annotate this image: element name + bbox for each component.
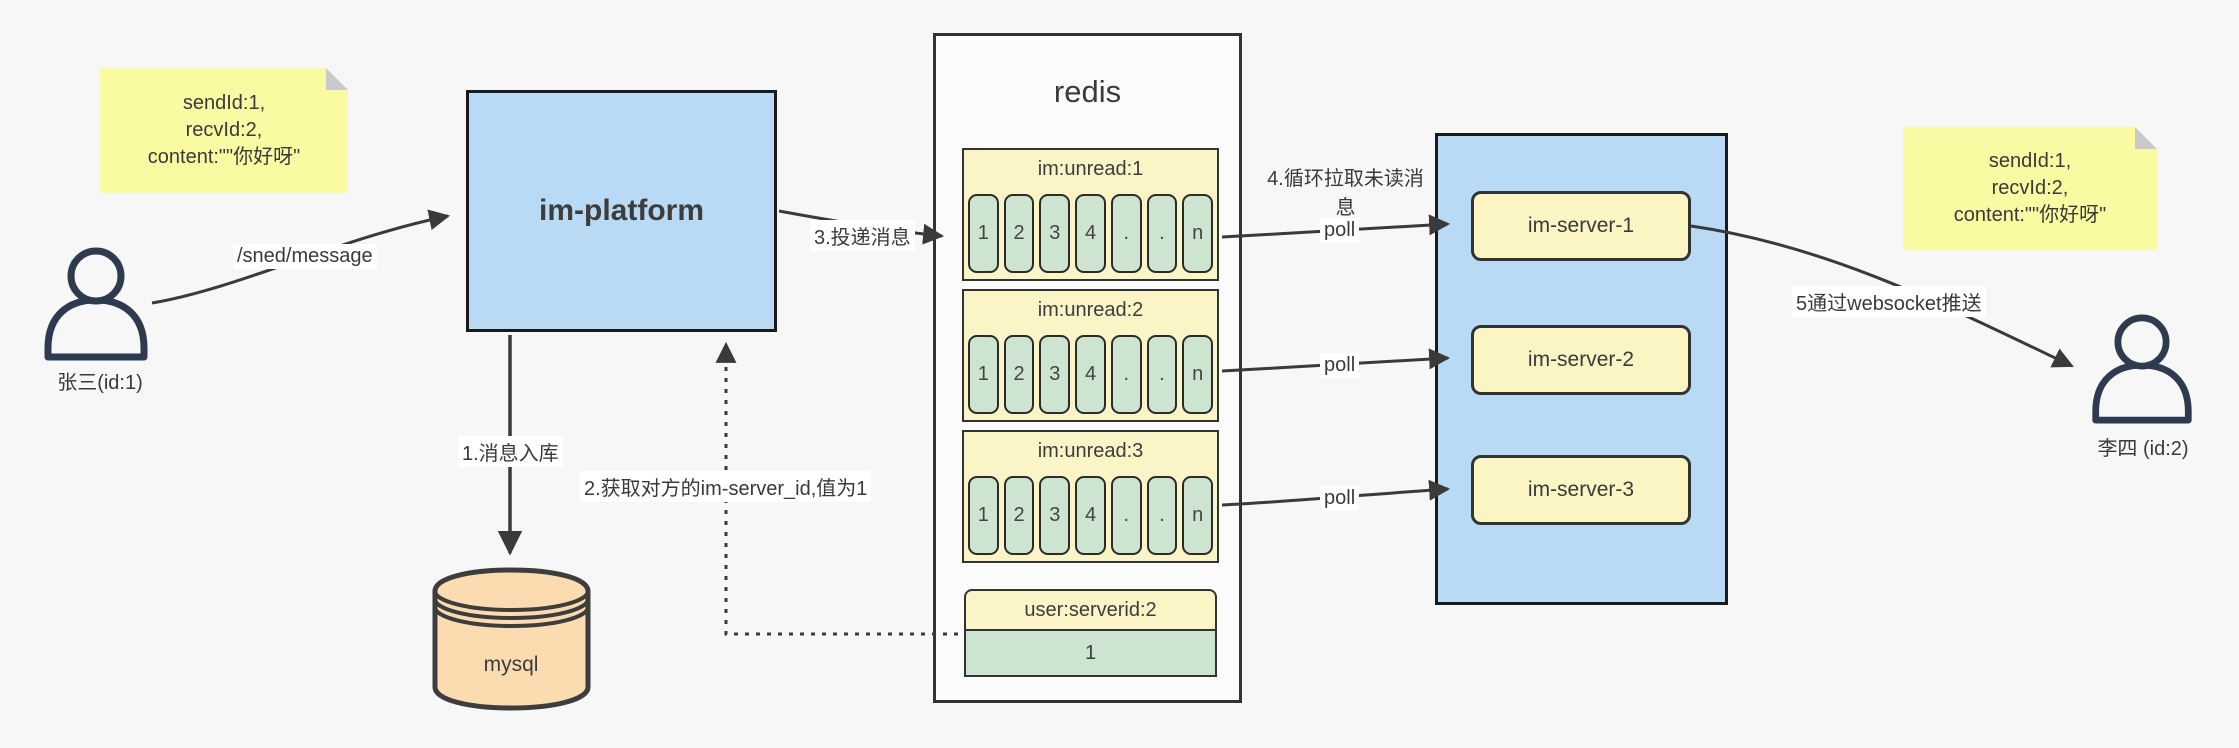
label-poll-1: poll [1320, 218, 1360, 243]
im-server-1-node: im-server-1 [1471, 191, 1691, 261]
label-step3: 3.投递消息 [810, 220, 915, 251]
label-poll-2: poll [1320, 353, 1360, 378]
redis-queue-unread-3: im:unread:3 1 2 3 4 . . n [962, 430, 1219, 563]
sticky-note-receiver: sendId:1, recvId:2, content:""你好呀" [1903, 127, 2157, 250]
user-icon-sender [40, 245, 152, 368]
queue-name: im:unread:3 [1037, 440, 1144, 462]
queue-cell: 4 [1075, 476, 1106, 555]
queue-cell: . [1146, 335, 1178, 414]
queue-cell: 3 [1039, 335, 1071, 414]
redis-title: redis [1053, 74, 1122, 109]
mysql-label: mysql [484, 653, 539, 676]
kv-key: user:serverid:2 [964, 589, 1217, 631]
sender-name: 张三(id:1) [57, 372, 143, 394]
label-step1: 1.消息入库 [458, 436, 563, 467]
queue-cell: . [1110, 335, 1142, 414]
label-poll-3: poll [1320, 486, 1360, 511]
redis-container: redis im:unread:1 1 2 3 4 . . n im:unrea… [933, 33, 1242, 703]
user-icon-receiver [2088, 312, 2196, 431]
queue-cell: n [1182, 194, 1214, 273]
note-line: sendId:1, [1988, 150, 2072, 172]
redis-queue-unread-2: im:unread:2 1 2 3 4 . . n [962, 289, 1219, 422]
queue-cell: 1 [968, 335, 999, 414]
queue-cell: . [1146, 476, 1178, 555]
im-platform-node: im-platform [466, 90, 777, 332]
queue-cell: . [1110, 194, 1142, 273]
im-platform-label: im-platform [539, 194, 704, 227]
queue-cell: 4 [1075, 335, 1106, 414]
queue-cell: 3 [1039, 476, 1071, 555]
note-line: content:""你好呀" [1953, 204, 2107, 226]
note-line: sendId:1, [182, 92, 266, 114]
queue-cell: n [1182, 476, 1214, 555]
label-send-api: /sned/message [233, 244, 377, 269]
redis-kv-user-serverid: user:serverid:2 1 [964, 589, 1217, 677]
note-line: recvId:2, [185, 119, 263, 141]
queue-cell: . [1110, 476, 1142, 555]
label-step4: 4.循环拉取未读消息 [1267, 168, 1424, 219]
label-step5: 5通过websocket推送 [1792, 286, 1986, 317]
queue-cell: 2 [1003, 335, 1035, 414]
queue-cell: 1 [968, 476, 999, 555]
redis-queue-unread-1: im:unread:1 1 2 3 4 . . n [962, 148, 1219, 281]
receiver-name: 李四 (id:2) [2097, 438, 2189, 460]
queue-cell: 1 [968, 194, 999, 273]
queue-name: im:unread:2 [1037, 299, 1144, 321]
queue-cell: . [1146, 194, 1178, 273]
im-server-3-node: im-server-3 [1471, 455, 1691, 525]
queue-cell: n [1182, 335, 1214, 414]
label-step2: 2.获取对方的im-server_id,值为1 [580, 471, 872, 502]
im-server-cluster: im-server-1 im-server-2 im-server-3 [1435, 133, 1728, 605]
kv-value: 1 [964, 631, 1217, 677]
queue-name: im:unread:1 [1037, 158, 1144, 180]
note-line: recvId:2, [1991, 177, 2069, 199]
mysql-database-icon: mysql [430, 565, 593, 718]
queue-cell: 3 [1039, 194, 1071, 273]
queue-cell: 2 [1003, 194, 1035, 273]
im-server-2-node: im-server-2 [1471, 325, 1691, 395]
queue-cell: 4 [1075, 194, 1106, 273]
queue-cell: 2 [1003, 476, 1035, 555]
note-line: content:""你好呀" [147, 146, 301, 168]
sticky-note-sender: sendId:1, recvId:2, content:""你好呀" [100, 68, 348, 193]
